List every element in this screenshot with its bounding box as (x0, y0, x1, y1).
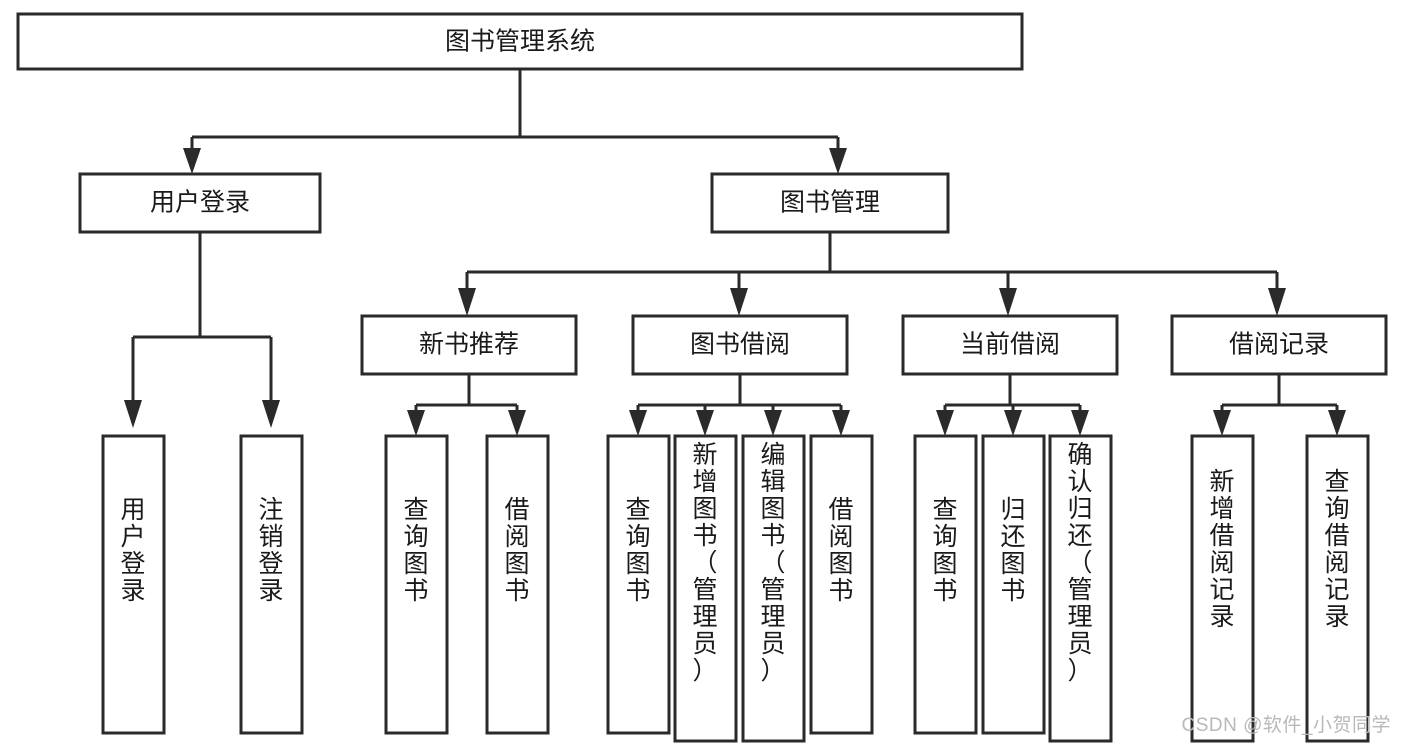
node-leaf-query-book-1-box[interactable] (384, 434, 449, 735)
node-current-borrow[interactable]: 当前借阅 (901, 314, 1119, 376)
node-new-book-rec-box[interactable] (360, 314, 578, 376)
arrowhead-leaf-confirm-return (1071, 410, 1089, 436)
node-leaf-query-record-label: 查询借阅记录 (1324, 468, 1349, 631)
node-book-manage[interactable]: 图书管理 (710, 172, 950, 234)
arrowhead-book-manage (829, 148, 847, 174)
connector-group-book-manage (458, 232, 1286, 316)
connector-group-user-login (124, 232, 280, 428)
node-leaf-borrow-book-2-label: 借阅图书 (828, 496, 853, 605)
node-leaf-add-book[interactable]: 新增图书（管理员） (673, 434, 738, 743)
node-user-login-box[interactable] (78, 172, 322, 234)
node-book-borrow[interactable]: 图书借阅 (631, 314, 849, 376)
node-leaf-query-book-1[interactable]: 查询图书 (384, 434, 449, 735)
node-leaf-query-book-3-label: 查询图书 (932, 496, 957, 605)
node-borrow-record-box[interactable] (1170, 314, 1388, 376)
connector-group-book-borrow (629, 374, 850, 436)
arrowhead-leaf-user-login (124, 400, 142, 428)
node-leaf-borrow-book-1[interactable]: 借阅图书 (485, 434, 550, 735)
arrowhead-leaf-add-book (696, 410, 714, 436)
node-leaf-return-book-box[interactable] (981, 434, 1046, 735)
node-new-book-rec-label: 新书推荐 (419, 331, 519, 359)
node-current-borrow-label: 当前借阅 (960, 331, 1060, 359)
node-root[interactable]: 图书管理系统 (16, 12, 1024, 71)
arrowhead-user-login (183, 148, 201, 174)
node-leaf-query-book-1-label: 查询图书 (403, 496, 428, 605)
node-book-manage-label: 图书管理 (780, 189, 880, 217)
node-leaf-confirm-return-box[interactable] (1048, 434, 1113, 743)
node-leaf-query-book-2-box[interactable] (606, 434, 671, 735)
connector-group-current-borrow (936, 374, 1089, 436)
arrowhead-leaf-borrow-book-1 (508, 410, 526, 436)
watermark-text: CSDN @软件_小贺同学 (1181, 715, 1391, 736)
node-leaf-user-logout-box[interactable] (239, 434, 304, 735)
node-leaf-user-login-label: 用户登录 (120, 496, 145, 605)
node-root-label: 图书管理系统 (445, 28, 595, 56)
node-leaf-add-record-label: 新增借阅记录 (1209, 468, 1234, 631)
arrowhead-new-book-rec (458, 288, 476, 316)
node-leaf-add-record-box[interactable] (1190, 434, 1255, 743)
arrowhead-borrow-record (1268, 288, 1286, 316)
node-new-book-rec[interactable]: 新书推荐 (360, 314, 578, 376)
node-leaf-add-book-label: 新增图书（管理员） (692, 441, 717, 685)
node-leaf-return-book[interactable]: 归还图书 (981, 434, 1046, 735)
node-user-login-label: 用户登录 (150, 189, 250, 217)
connector-group-new-book-rec (407, 374, 526, 436)
arrowhead-leaf-query-book-1 (407, 410, 425, 436)
node-leaf-confirm-return[interactable]: 确认归还（管理员） (1048, 434, 1113, 743)
node-book-manage-box[interactable] (710, 172, 950, 234)
arrowhead-current-borrow (999, 288, 1017, 316)
node-leaf-borrow-book-1-label: 借阅图书 (504, 496, 529, 605)
node-book-borrow-box[interactable] (631, 314, 849, 376)
node-leaf-edit-book-label: 编辑图书（管理员） (760, 441, 785, 685)
node-leaf-query-book-2[interactable]: 查询图书 (606, 434, 671, 735)
node-leaf-user-login-box[interactable] (101, 434, 166, 735)
connector-group-borrow-record (1213, 374, 1346, 436)
arrowhead-leaf-edit-book (764, 410, 782, 436)
arrowhead-leaf-borrow-book-2 (832, 410, 850, 436)
arrowhead-leaf-return-book (1004, 410, 1022, 436)
node-leaf-confirm-return-label: 确认归还（管理员） (1067, 441, 1092, 685)
node-root-box[interactable] (16, 12, 1024, 71)
node-leaf-edit-book[interactable]: 编辑图书（管理员） (741, 434, 806, 743)
node-leaf-return-book-label: 归还图书 (1000, 496, 1025, 605)
node-user-login[interactable]: 用户登录 (78, 172, 322, 234)
connector-group-root (183, 69, 847, 174)
node-leaf-add-record[interactable]: 新增借阅记录 (1190, 434, 1255, 743)
arrowhead-leaf-query-record (1328, 410, 1346, 436)
node-leaf-edit-book-box[interactable] (741, 434, 806, 743)
node-leaf-query-book-2-label: 查询图书 (625, 496, 650, 605)
node-current-borrow-box[interactable] (901, 314, 1119, 376)
node-leaf-add-book-box[interactable] (673, 434, 738, 743)
node-leaf-borrow-book-2-box[interactable] (809, 434, 874, 735)
node-leaf-user-logout[interactable]: 注销登录 (239, 434, 304, 735)
node-leaf-query-record[interactable]: 查询借阅记录 (1305, 434, 1370, 743)
node-leaf-query-book-3[interactable]: 查询图书 (913, 434, 978, 735)
node-leaf-user-login[interactable]: 用户登录 (101, 434, 166, 735)
node-leaf-query-record-box[interactable] (1305, 434, 1370, 743)
node-leaf-query-book-3-box[interactable] (913, 434, 978, 735)
arrowhead-leaf-query-book-3 (936, 410, 954, 436)
arrowhead-leaf-query-book-2 (629, 410, 647, 436)
node-leaf-borrow-book-2[interactable]: 借阅图书 (809, 434, 874, 735)
node-leaf-user-logout-label: 注销登录 (258, 496, 283, 605)
arrowhead-book-borrow (730, 288, 748, 316)
arrowhead-leaf-user-logout (262, 400, 280, 428)
node-book-borrow-label: 图书借阅 (690, 331, 790, 359)
node-borrow-record[interactable]: 借阅记录 (1170, 314, 1388, 376)
arrowhead-leaf-add-record (1213, 410, 1231, 436)
node-borrow-record-label: 借阅记录 (1229, 331, 1329, 359)
node-leaf-borrow-book-1-box[interactable] (485, 434, 550, 735)
